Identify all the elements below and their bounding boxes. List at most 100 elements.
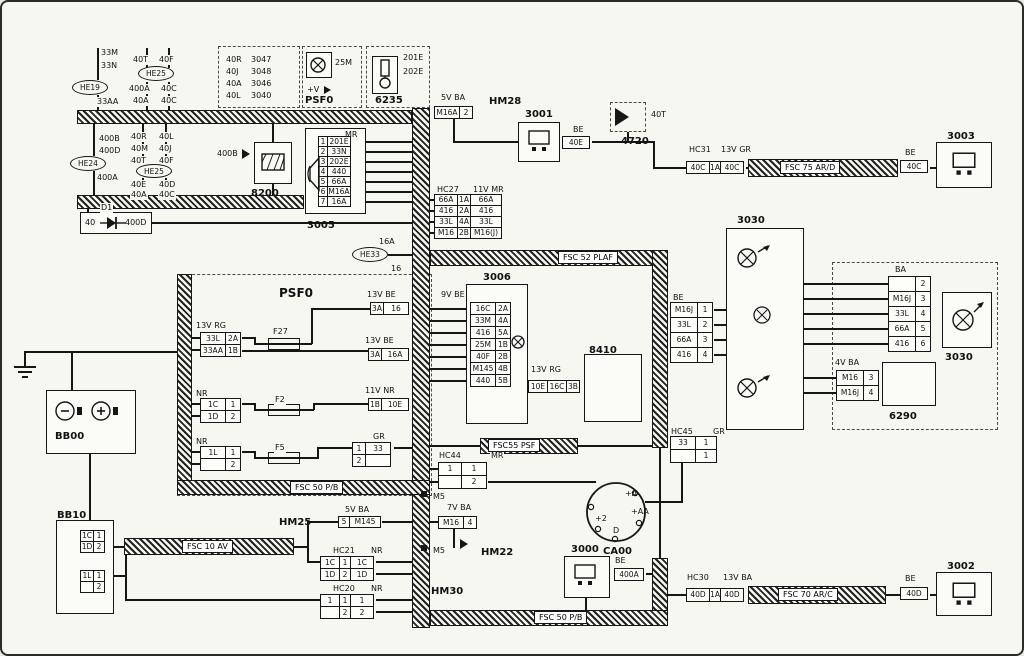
wire xyxy=(430,221,434,223)
voltage-label: 7V BA xyxy=(446,503,473,513)
wire xyxy=(272,124,274,142)
pin-cell xyxy=(365,454,391,467)
pin-cell: 2B xyxy=(495,350,511,363)
wire xyxy=(421,545,427,551)
voltage-label: 9V BE xyxy=(440,290,466,300)
wire xyxy=(152,222,412,224)
wire xyxy=(430,468,438,470)
right-lamp-group-box xyxy=(832,262,998,430)
wire xyxy=(746,167,748,169)
wire-label: 400B xyxy=(216,149,239,159)
wire xyxy=(804,283,888,285)
pin-cell: 16A xyxy=(381,348,409,361)
ignition-switch-icon xyxy=(586,482,646,543)
connector-header: HC21 xyxy=(332,546,356,556)
fuse-f27-icon xyxy=(268,338,300,350)
harness-label: FSC 50 P/B xyxy=(290,481,344,494)
wire xyxy=(87,209,89,213)
connector-he24: HE24 xyxy=(70,156,106,171)
pin-cell: M16 xyxy=(836,370,864,386)
wire xyxy=(804,392,836,394)
voltage-label: 5V BA xyxy=(344,505,371,515)
wire xyxy=(681,463,683,502)
wire-label: 201E xyxy=(402,53,425,63)
wire xyxy=(254,337,256,344)
pin-cell: 33L xyxy=(470,216,502,228)
wire xyxy=(430,445,480,447)
pin-cell xyxy=(80,581,94,593)
pin-cell: 40A xyxy=(226,79,242,88)
pin-cell: 1 xyxy=(461,462,487,476)
wire xyxy=(254,343,312,345)
pin-cell: M16A xyxy=(434,106,460,119)
wire xyxy=(430,308,466,310)
wire-label: BE xyxy=(572,125,585,135)
pin-cell: M16 xyxy=(434,227,458,239)
wire xyxy=(804,343,888,345)
harness-label: FSC55 PSF xyxy=(488,439,541,452)
pin-cell xyxy=(320,606,340,619)
pin-cell: 1D xyxy=(200,410,226,423)
splice-label: M5 xyxy=(432,492,446,502)
pin-cell: 2 xyxy=(461,475,487,489)
wire xyxy=(585,598,587,610)
wire-color-label: NR xyxy=(370,584,384,594)
wire xyxy=(366,141,412,143)
wire xyxy=(430,332,466,334)
wire xyxy=(24,351,26,367)
wire-label: BE xyxy=(904,148,917,158)
wire-color-label: BA xyxy=(894,265,907,275)
pin-cell: 1 xyxy=(695,449,717,463)
pin-cell: M16(J) xyxy=(470,227,502,239)
wire xyxy=(804,298,888,300)
pin-cell: 5B xyxy=(495,374,511,387)
wire xyxy=(272,184,274,195)
wire xyxy=(930,167,936,169)
wire-label: 40R xyxy=(130,132,148,142)
wire-label: 33N xyxy=(100,61,119,71)
wire xyxy=(254,403,256,410)
wire-label: BE xyxy=(904,574,917,584)
pin-cell: 33L xyxy=(670,317,698,333)
pin-cell: 1A xyxy=(709,588,721,602)
wire-color-label: GR xyxy=(712,427,726,437)
component-label-bb10: BB10 xyxy=(57,510,87,521)
speaker-icon xyxy=(574,564,596,585)
pin-cell: 40D xyxy=(900,587,928,600)
wire xyxy=(578,445,652,447)
wire xyxy=(453,141,519,143)
unit-3003-box xyxy=(936,142,992,188)
pin-cell: 1B xyxy=(368,398,382,411)
wire xyxy=(89,454,91,520)
wire xyxy=(366,171,412,173)
pin-400a: 400A xyxy=(614,568,644,581)
pin-cell: 40J xyxy=(226,67,239,76)
connector-header: HC20 xyxy=(332,584,356,594)
wire xyxy=(192,463,200,465)
horn-icon xyxy=(307,156,320,192)
pin-cell xyxy=(670,449,696,463)
wire xyxy=(25,351,178,353)
wire xyxy=(627,132,629,142)
wire xyxy=(804,328,888,330)
fuse-f5-icon xyxy=(268,452,300,464)
wire xyxy=(366,191,412,193)
wire xyxy=(307,561,321,563)
component-label-6235: 6235 xyxy=(375,95,403,106)
wire-label: 16A xyxy=(378,237,396,247)
component-label-3002: 3002 xyxy=(947,561,975,572)
pin-cell: 2 xyxy=(93,541,105,553)
pin-cell: 3 xyxy=(697,332,713,348)
wire xyxy=(430,210,434,212)
wire xyxy=(668,594,686,596)
fsc52-harness xyxy=(430,250,668,266)
